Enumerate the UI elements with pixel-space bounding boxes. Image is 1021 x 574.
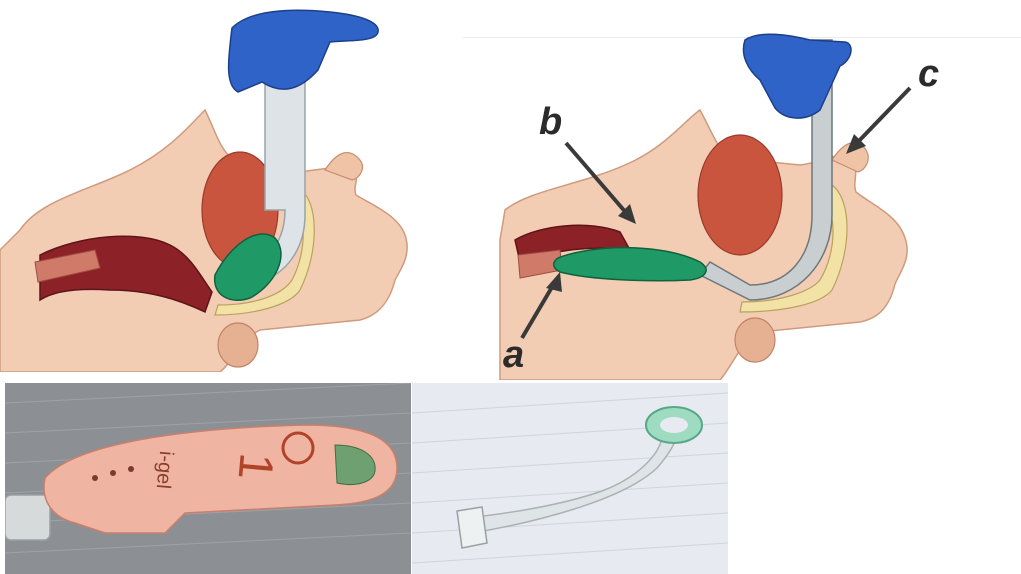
- label-c: c: [918, 55, 939, 93]
- photo-igel-case: i-gel 1: [5, 383, 411, 574]
- gloved-hand: [743, 34, 851, 118]
- label-b: b: [539, 103, 562, 141]
- size-marking: 1: [228, 451, 283, 482]
- label-a: a: [503, 336, 524, 374]
- gloved-hand: [229, 10, 379, 92]
- arrow-c-icon: [846, 88, 910, 154]
- illustration-insertion: [0, 0, 440, 372]
- tongue: [698, 135, 782, 255]
- igel-photo-drawing: i-gel 1: [5, 383, 411, 574]
- head-profile: [0, 110, 407, 372]
- ear: [735, 318, 775, 362]
- connector: [457, 507, 487, 548]
- lma-photo-drawing: [412, 383, 728, 574]
- insertion-drawing: [0, 0, 440, 372]
- ear: [218, 323, 258, 367]
- photo-clear-airway: [412, 383, 728, 574]
- brand-marking: i-gel: [152, 450, 177, 490]
